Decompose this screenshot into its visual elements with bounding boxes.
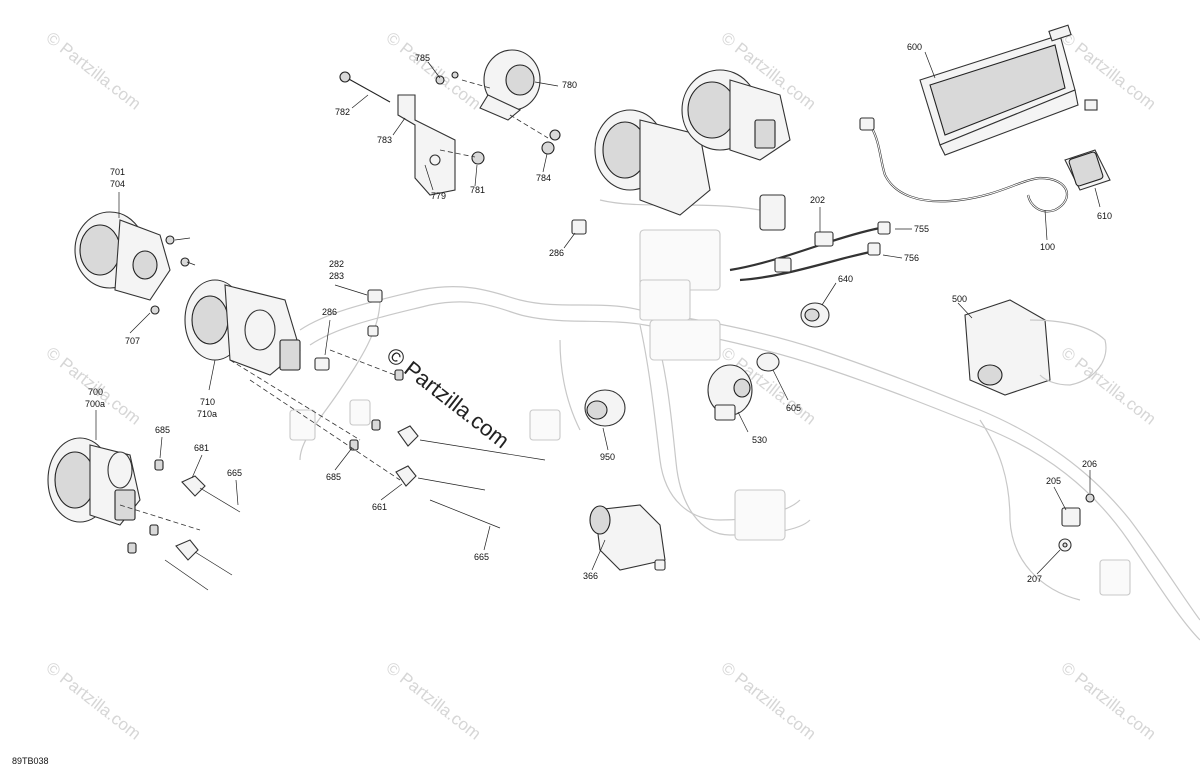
callout-label: 685 — [326, 472, 341, 482]
horn-bracket-group — [339, 49, 561, 196]
callout-label: 600 — [907, 42, 922, 52]
connectors-small — [314, 219, 587, 371]
headlight-700 — [47, 437, 141, 526]
callout-label: 701 — [110, 167, 125, 177]
gauge-cluster-600 — [919, 24, 1098, 156]
callout-label: 530 — [752, 435, 767, 445]
watermark: © Partzilla.com — [1058, 658, 1160, 744]
callout-label: 665 — [474, 552, 489, 562]
callout-label: 205 — [1046, 476, 1061, 486]
callout-label: 780 — [562, 80, 577, 90]
watermark: © Partzilla.com — [43, 28, 145, 114]
callout-label: 950 — [600, 452, 615, 462]
callout-label: 785 — [415, 53, 430, 63]
callout-label: 755 — [914, 224, 929, 234]
callout-label: 685 — [155, 425, 170, 435]
callout-label: 100 — [1040, 242, 1055, 252]
callout-label: 286 — [322, 307, 337, 317]
callout-label: 202 — [810, 195, 825, 205]
callout-label: 783 — [377, 135, 392, 145]
callout-label: 665 — [227, 468, 242, 478]
adjuster-hardware — [119, 349, 546, 591]
callout-label: 286 — [549, 248, 564, 258]
wiring-harness-ghost — [289, 199, 1200, 641]
callout-label: 282 — [329, 259, 344, 269]
callout-label: 700 — [88, 387, 103, 397]
harness-connectors — [729, 221, 891, 282]
drawing-code: 89TB038 — [12, 756, 49, 766]
callout-label: 283 — [329, 271, 344, 281]
watermark: © Partzilla.com — [43, 658, 145, 744]
callout-label: 681 — [194, 443, 209, 453]
switch-components — [584, 302, 830, 427]
callout-label: 640 — [838, 274, 853, 284]
callout-label: 206 — [1082, 459, 1097, 469]
callout-label: 661 — [372, 502, 387, 512]
callout-label: 710 — [200, 397, 215, 407]
cable-100 — [859, 117, 1111, 213]
watermark: © Partzilla.com — [43, 343, 145, 429]
leader-lines — [95, 51, 1101, 575]
callout-label: 366 — [583, 571, 598, 581]
callout-label: 781 — [470, 185, 485, 195]
headlight-701 — [74, 211, 196, 315]
callout-label: 707 — [125, 336, 140, 346]
callout-label: 756 — [904, 253, 919, 263]
watermark: © Partzilla.com — [718, 658, 820, 744]
module-366 — [589, 504, 666, 571]
watermark: © Partzilla.com — [383, 658, 485, 744]
callout-label: 784 — [536, 173, 551, 183]
headlight-710 — [184, 279, 301, 376]
callout-label: 605 — [786, 403, 801, 413]
callout-label: 700a — [85, 399, 105, 409]
callout-label: 500 — [952, 294, 967, 304]
module-500 — [964, 299, 1107, 396]
callout-label: 207 — [1027, 574, 1042, 584]
callout-label: 779 — [431, 191, 446, 201]
callout-labels: 785 780 782 783 779 781 784 701 704 707 … — [85, 42, 1112, 584]
clip-hardware — [1058, 493, 1095, 552]
callout-label: 610 — [1097, 211, 1112, 221]
watermark: © Partzilla.com — [1058, 343, 1160, 429]
headlight-assembly-center — [594, 69, 791, 231]
callout-label: 710a — [197, 409, 217, 419]
callout-label: 782 — [335, 107, 350, 117]
callout-label: 704 — [110, 179, 125, 189]
